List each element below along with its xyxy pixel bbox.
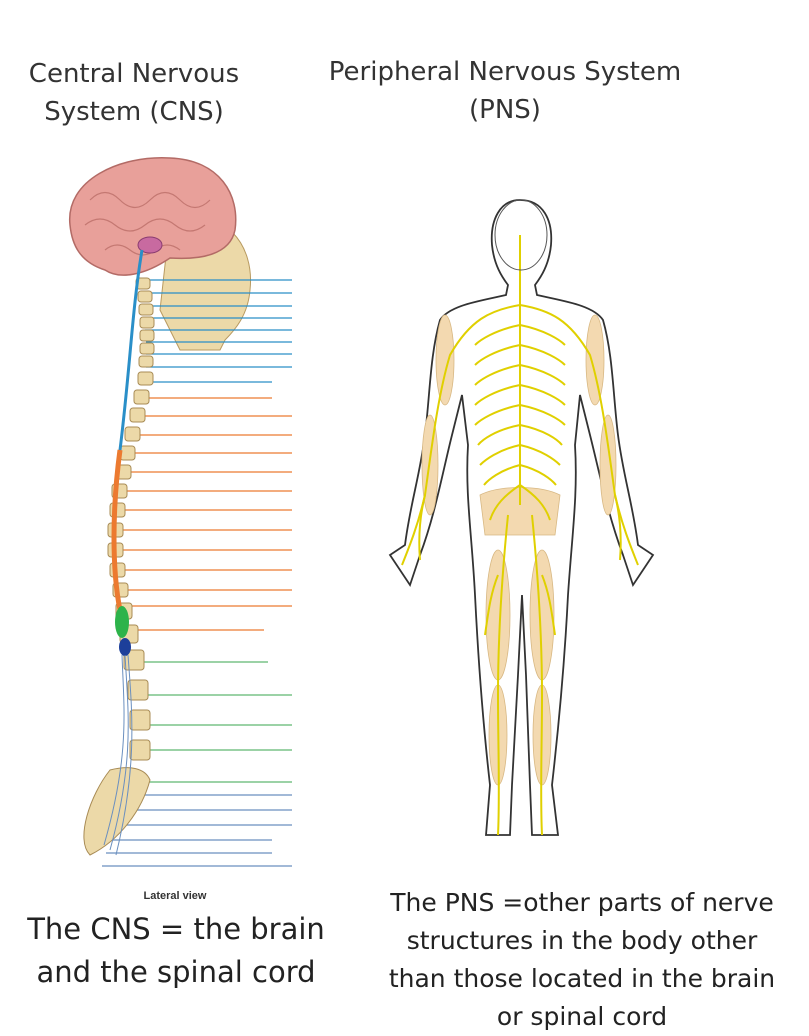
pns-heading-line-1: Peripheral Nervous System bbox=[328, 57, 682, 87]
thoracic-nerves bbox=[110, 397, 292, 631]
cns-lateral-illustration bbox=[69, 157, 292, 867]
pns-caption-line-2: structures in the body other bbox=[406, 926, 758, 955]
cns-heading-line-2: System (CNS) bbox=[44, 97, 224, 127]
cervical-nerves bbox=[142, 279, 292, 383]
pns-caption-line-4: or spinal cord bbox=[496, 1002, 668, 1031]
pns-body-illustration bbox=[388, 199, 655, 836]
cns-caption: The CNS = the brain and the spinal cord bbox=[20, 908, 332, 994]
sacral-nerves bbox=[102, 794, 292, 867]
brainstem-node bbox=[137, 236, 163, 254]
brain-folds bbox=[84, 191, 211, 256]
cns-heading: Central Nervous System (CNS) bbox=[14, 55, 254, 131]
pns-caption: The PNS =other parts of nerve structures… bbox=[372, 884, 792, 1036]
pns-heading-line-2: (PNS) bbox=[469, 95, 541, 125]
vertebrae bbox=[83, 277, 155, 856]
spinal-cord-conus bbox=[119, 638, 131, 656]
cns-heading-line-1: Central Nervous bbox=[28, 59, 240, 89]
pns-nerves bbox=[401, 235, 639, 836]
head bbox=[494, 199, 548, 271]
pns-heading: Peripheral Nervous System (PNS) bbox=[320, 53, 690, 129]
pns-caption-line-3: than those located in the brain bbox=[388, 964, 776, 993]
cauda-equina bbox=[103, 654, 133, 856]
lateral-view-label: Lateral view bbox=[143, 890, 207, 902]
spinal-cord-thoracic bbox=[111, 449, 123, 611]
pns-caption-line-1: The PNS =other parts of nerve bbox=[390, 888, 774, 917]
cns-caption-line-1: The CNS = the brain bbox=[27, 912, 325, 946]
cns-caption-line-2: and the spinal cord bbox=[36, 955, 316, 989]
lumbar-nerves bbox=[132, 661, 292, 783]
spinal-cord-lumbar-enlargement bbox=[115, 606, 129, 638]
